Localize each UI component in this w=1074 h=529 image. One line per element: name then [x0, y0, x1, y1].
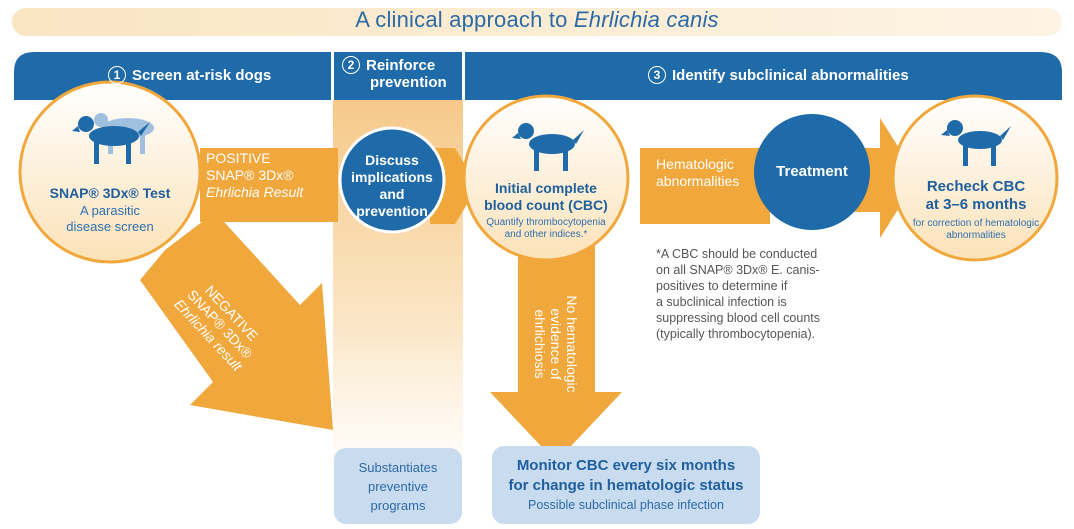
title-band — [12, 8, 1062, 36]
discuss-line3: and — [379, 186, 405, 202]
step-reinforce-label: 2 Reinforce prevention — [342, 56, 464, 91]
substantiates-line1: Substantiates — [358, 460, 438, 475]
monitor-label: Monitor CBC every six months for change … — [492, 456, 760, 514]
snap-test-title: SNAP® 3Dx® Test — [49, 185, 171, 201]
negative-arrow — [140, 212, 333, 430]
footnote-line: positives to determine if — [656, 279, 788, 293]
step-2-number: 2 — [342, 56, 360, 74]
step-screen-label: 1 Screen at-risk dogs — [108, 66, 271, 84]
hematologic-arrow-label: Hematologic abnormalities — [656, 156, 766, 190]
recheck-title-line1: Recheck CBC — [926, 178, 1026, 195]
step-1-number: 1 — [108, 66, 126, 84]
step-identify-text: Identify subclinical abnormalities — [672, 67, 909, 84]
hematologic-line2: abnormalities — [656, 173, 740, 189]
cbc-footnote: *A CBC should be conducted on all SNAP® … — [656, 246, 876, 342]
step-reinforce-line1: Reinforce — [366, 57, 436, 74]
positive-arrow-label: POSITIVE SNAP® 3Dx® Ehrlichia Result — [206, 150, 338, 201]
cbc-sub-line2: and other indices.* — [504, 229, 588, 240]
positive-line3: Ehrlichia Result — [206, 184, 304, 200]
treatment-label: Treatment — [776, 163, 848, 180]
cbc-title-line2: blood count (CBC) — [484, 197, 608, 213]
discuss-line2: implications — [351, 169, 433, 185]
step-screen-text: Screen at-risk dogs — [132, 67, 272, 84]
recheck-title-line2: at 3–6 months — [925, 196, 1027, 213]
no-evidence-arrow-label: No hematologic evidence of ehrlichiosis — [532, 258, 580, 430]
discuss-line1: Discuss — [365, 152, 419, 168]
snap-circle — [18, 80, 202, 264]
hematologic-line1: Hematologic — [656, 156, 734, 172]
header-divider-2 — [462, 52, 465, 100]
dog-icon-snap — [72, 116, 150, 164]
header-divider-1 — [331, 52, 334, 100]
no-evidence-arrow — [490, 232, 622, 462]
recheck-sub-line2: abnormalities — [946, 230, 1006, 241]
treatment-circle — [754, 114, 870, 230]
positive-arrow — [200, 148, 338, 222]
recheck-circle — [891, 94, 1059, 262]
recheck-sub-line1: for correction of hematologic — [912, 218, 1040, 229]
no-evidence-line1: No hematologic — [564, 295, 580, 393]
cbc-subtitle: Quantify thrombocytopenia and other indi… — [470, 217, 622, 241]
snap-sub-line2: disease screen — [66, 219, 154, 234]
cbc-circle — [462, 94, 630, 262]
no-evidence-line3: ehrlichiosis — [532, 309, 548, 379]
title-prefix: A clinical approach to — [355, 7, 574, 32]
cbc-sub-line1: Quantify thrombocytopenia — [486, 217, 606, 228]
monitor-line2: for change in hematologic status — [508, 477, 744, 494]
footnote-line: (typically thrombocytopenia). — [656, 327, 816, 341]
substantiates-line2: preventive — [368, 479, 428, 494]
monitor-box — [492, 446, 760, 524]
recheck-subtitle: for correction of hematologic abnormalit… — [900, 218, 1052, 242]
discuss-label: Discuss implications and prevention — [342, 152, 442, 220]
hematologic-arrow — [640, 148, 770, 224]
monitor-line3: Possible subclinical phase infection — [528, 498, 724, 512]
positive-line2: SNAP® 3Dx® — [206, 167, 294, 183]
discuss-circle — [338, 126, 446, 234]
monitor-line1: Monitor CBC every six months — [516, 457, 736, 474]
snap-sub-line1: A parasitic — [80, 203, 140, 218]
discuss-line4: prevention — [356, 203, 428, 219]
footnote-line: on all SNAP® 3Dx® E. canis- — [656, 263, 820, 277]
substantiates-label: Substantiates preventive programs — [334, 458, 462, 515]
diagram-title: A clinical approach to Ehrlichia canis — [0, 7, 1074, 33]
cbc-title-line1: Initial complete — [495, 180, 597, 196]
snap-test-subtitle: A parasitic disease screen — [30, 203, 190, 235]
footnote-line: a subclinical infection is — [656, 295, 787, 309]
dog-icon-cbc — [512, 123, 584, 171]
step-identify-label: 3 Identify subclinical abnormalities — [648, 66, 909, 84]
footnote-line: *A CBC should be conducted — [656, 247, 818, 261]
substantiates-box — [334, 448, 462, 524]
header-band — [14, 52, 1062, 100]
no-evidence-line2: evidence of — [548, 308, 564, 380]
positive-line1: POSITIVE — [206, 150, 271, 166]
dog-icon-recheck — [941, 120, 1011, 166]
title-italic: Ehrlichia canis — [573, 7, 719, 32]
cbc-title: Initial complete blood count (CBC) — [470, 180, 622, 214]
recheck-title: Recheck CBC at 3–6 months — [900, 178, 1052, 214]
treatment-to-recheck-arrow — [850, 118, 918, 238]
step-reinforce-line2: prevention — [370, 74, 447, 91]
substantiates-line3: programs — [370, 498, 426, 513]
footnote-line: suppressing blood cell counts — [656, 311, 820, 325]
step-3-number: 3 — [648, 66, 666, 84]
